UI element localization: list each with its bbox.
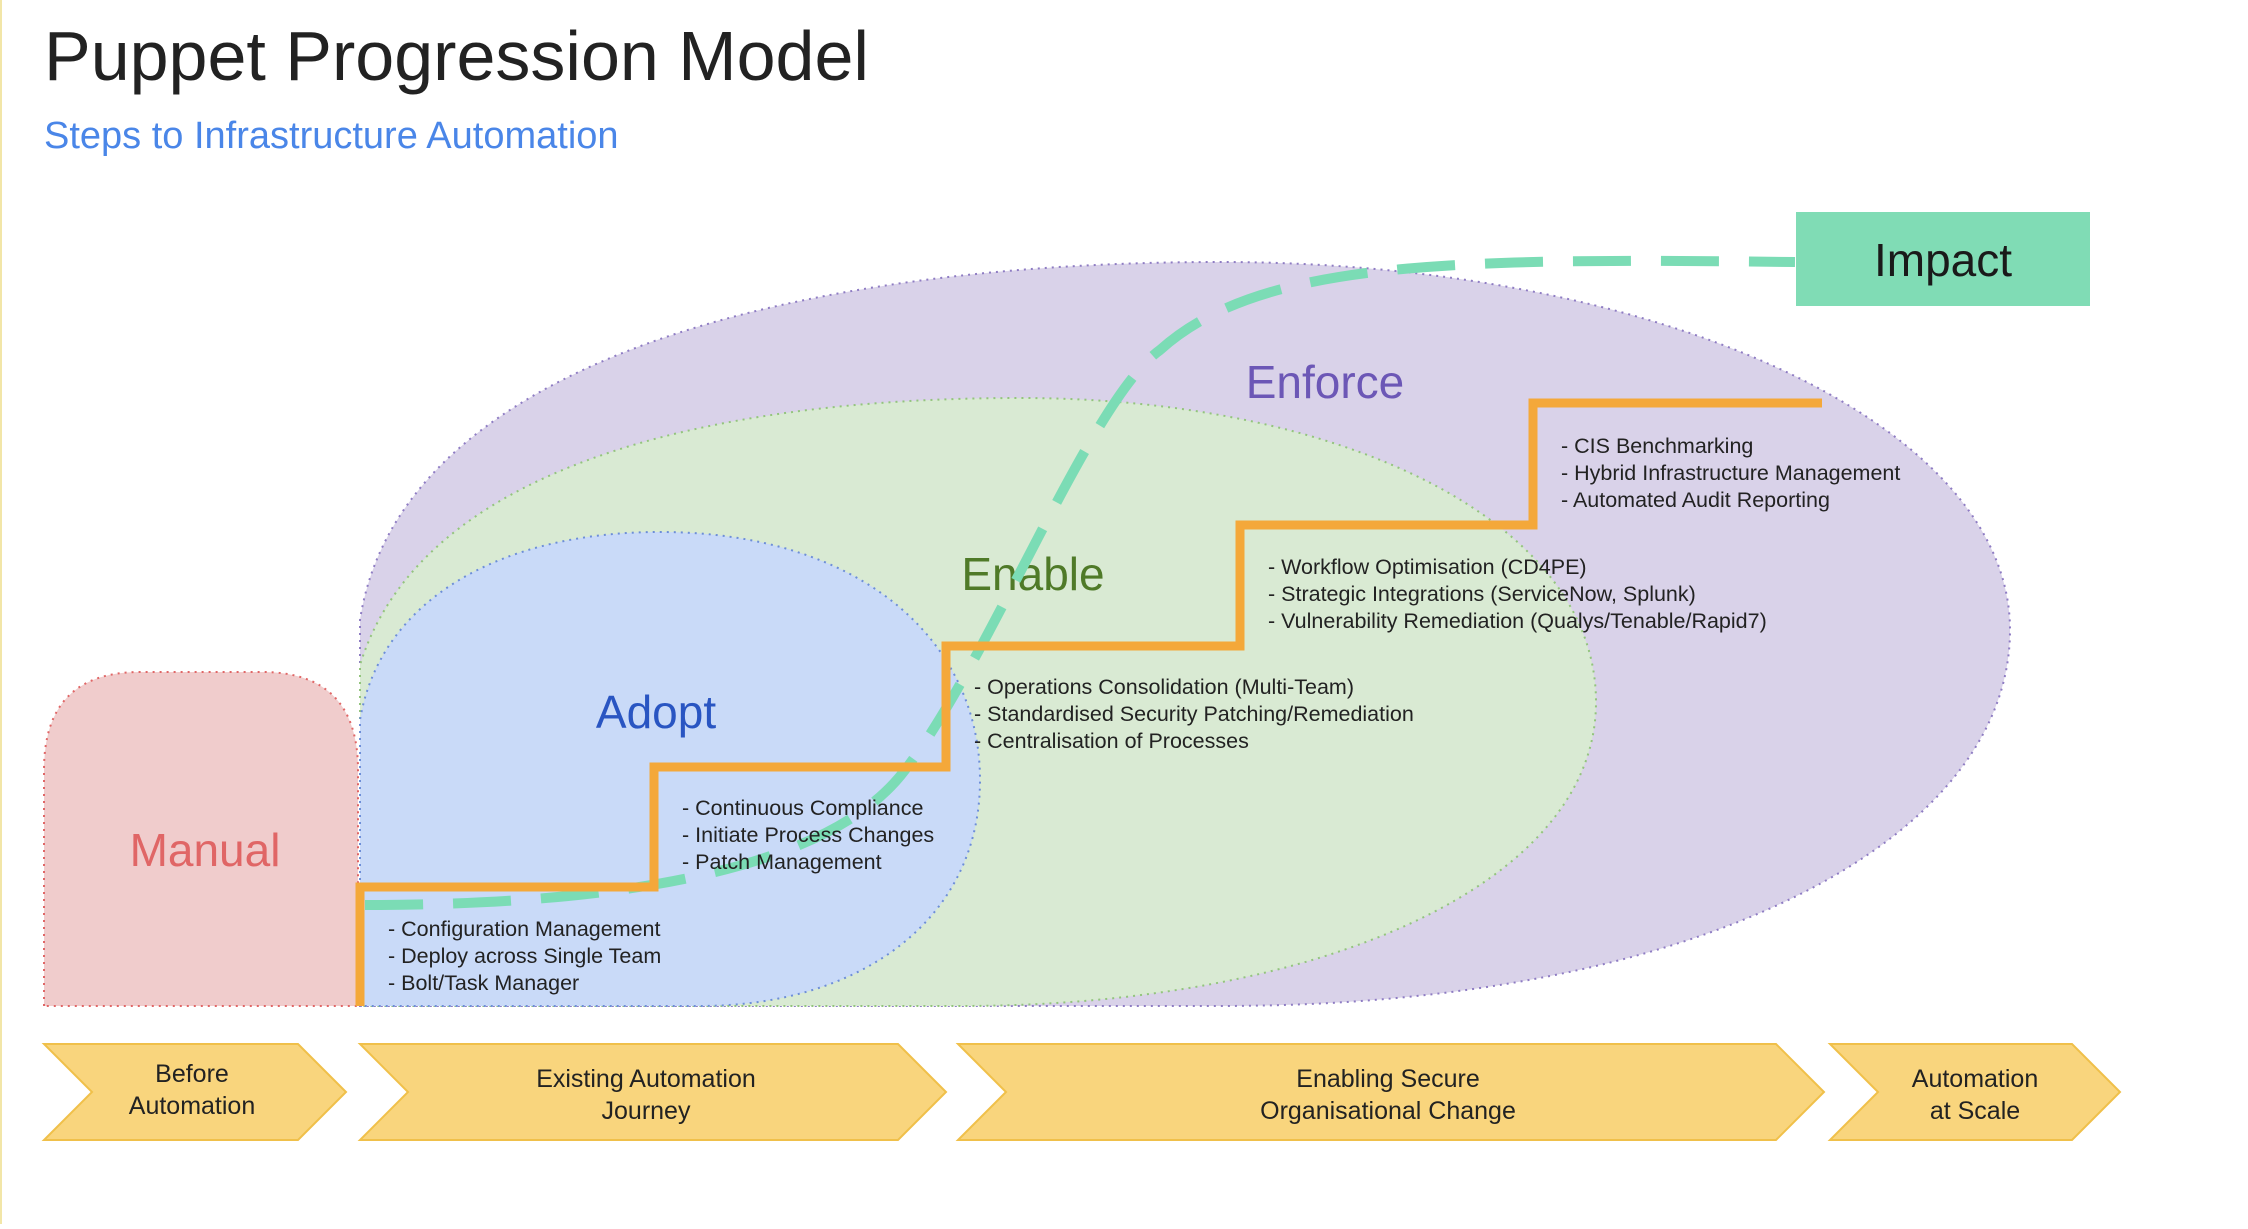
step5-item: - CIS Benchmarking: [1561, 434, 1753, 458]
left-edge-line: [0, 0, 2, 1224]
timeline-label: at Scale: [1930, 1097, 2020, 1125]
impact-curve: [364, 255, 1796, 910]
timeline: Before Automation Existing Automation Jo…: [41, 1043, 2122, 1141]
step4-item: - Workflow Optimisation (CD4PE): [1268, 555, 1587, 579]
step2-list: - Continuous Compliance - Initiate Proce…: [682, 796, 934, 874]
manual-region: [43, 671, 359, 1007]
manual-label: Manual: [130, 824, 281, 876]
page-subtitle: Steps to Infrastructure Automation: [44, 115, 619, 157]
step3-item: - Operations Consolidation (Multi-Team): [974, 675, 1354, 699]
timeline-label: Automation: [1912, 1065, 2038, 1093]
timeline-label: Journey: [602, 1097, 691, 1125]
step5-item: - Automated Audit Reporting: [1561, 488, 1830, 512]
step2-item: - Patch Management: [682, 850, 882, 874]
step2-item: - Initiate Process Changes: [682, 823, 934, 847]
timeline-label: Before: [155, 1060, 229, 1088]
timeline-chevron: [1827, 1043, 2122, 1141]
step1-item: - Configuration Management: [388, 917, 661, 941]
step4-item: - Strategic Integrations (ServiceNow, Sp…: [1268, 582, 1696, 606]
impact-box: [1796, 212, 2090, 306]
step1-item: - Deploy across Single Team: [388, 944, 661, 968]
adopt-label: Adopt: [596, 686, 716, 738]
timeline-label: Automation: [129, 1092, 255, 1120]
step1-list: - Configuration Management - Deploy acro…: [388, 917, 661, 995]
timeline-label: Organisational Change: [1260, 1097, 1516, 1125]
timeline-chevron: [955, 1043, 1826, 1141]
step3-list: - Operations Consolidation (Multi-Team) …: [974, 675, 1414, 753]
step4-list: - Workflow Optimisation (CD4PE) - Strate…: [1268, 555, 1767, 633]
step2-item: - Continuous Compliance: [682, 796, 923, 820]
timeline-label: Enabling Secure: [1296, 1065, 1479, 1093]
impact-label: Impact: [1874, 234, 2012, 286]
step1-item: - Bolt/Task Manager: [388, 971, 579, 995]
enforce-label: Enforce: [1246, 356, 1405, 408]
page-title: Puppet Progression Model: [44, 17, 869, 95]
step3-item: - Standardised Security Patching/Remedia…: [974, 702, 1414, 726]
step3-item: - Centralisation of Processes: [974, 729, 1249, 753]
progression-stairs: [355, 398, 1822, 1006]
timeline-chevron: [357, 1043, 948, 1141]
step5-item: - Hybrid Infrastructure Management: [1561, 461, 1900, 485]
step5-list: - CIS Benchmarking - Hybrid Infrastructu…: [1561, 434, 1900, 512]
timeline-chevron: [41, 1043, 348, 1141]
step4-item: - Vulnerability Remediation (Qualys/Tena…: [1268, 609, 1767, 633]
timeline-label: Existing Automation: [536, 1065, 756, 1093]
